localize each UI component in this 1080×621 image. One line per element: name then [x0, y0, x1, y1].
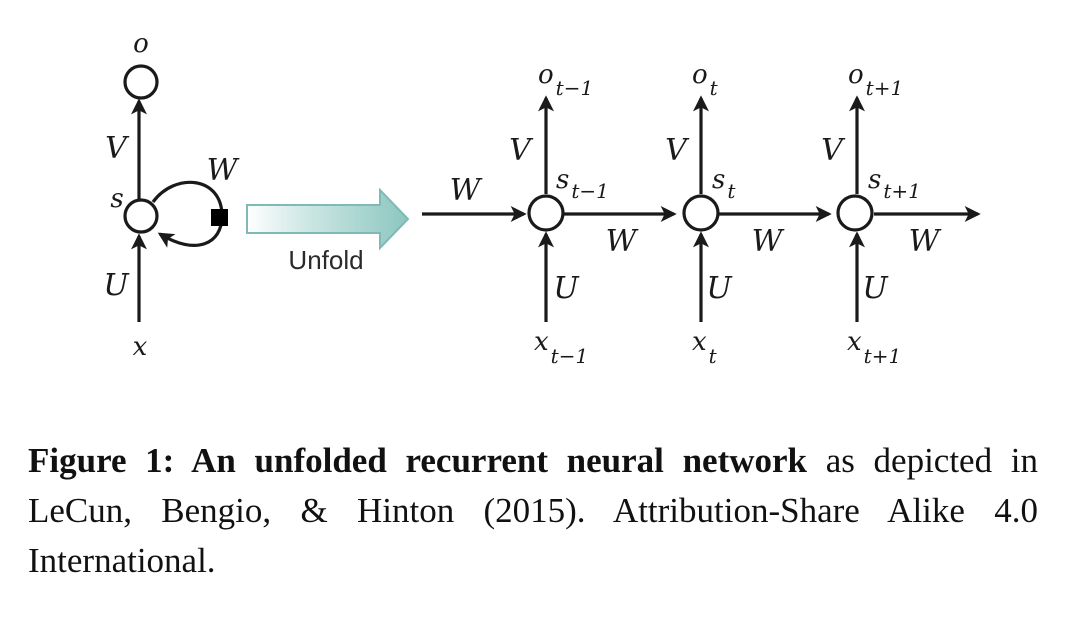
v-label: V — [665, 133, 690, 168]
u-label: U — [862, 271, 889, 306]
v-label: V — [509, 133, 534, 168]
caption-title: Figure 1: An unfolded recurrent neural n… — [28, 441, 808, 480]
u-label: U — [553, 271, 580, 306]
w-label-1: W — [606, 224, 639, 259]
unfold-label: Unfold — [288, 245, 363, 275]
incoming-w-label: W — [450, 173, 483, 208]
unfold-arrow-icon — [246, 187, 410, 251]
folded-w-label: W — [207, 153, 240, 188]
folded-rnn: o V s W U x — [103, 29, 239, 362]
folded-u-label: U — [103, 268, 130, 303]
unfold-arrow: Unfold — [246, 187, 410, 275]
state-node — [836, 194, 874, 232]
figure-caption: Figure 1: An unfolded recurrent neural n… — [28, 436, 1038, 586]
folded-output-label: o — [133, 29, 149, 59]
w-label-2: W — [752, 224, 785, 259]
folded-v-label: V — [105, 131, 130, 166]
caption-text: as depicted in LeCun, Bengio, & Hinton (… — [28, 441, 1038, 580]
u-label: U — [706, 271, 733, 306]
state-node — [527, 194, 565, 232]
folded-state-label: s — [110, 184, 123, 214]
folded-state-node — [123, 198, 159, 234]
folded-input-label: x — [133, 332, 148, 362]
state-node — [682, 194, 720, 232]
outgoing-w-label: W — [909, 224, 942, 259]
delay-square-icon — [211, 209, 228, 226]
folded-output-node — [123, 64, 159, 100]
v-label: V — [821, 133, 846, 168]
